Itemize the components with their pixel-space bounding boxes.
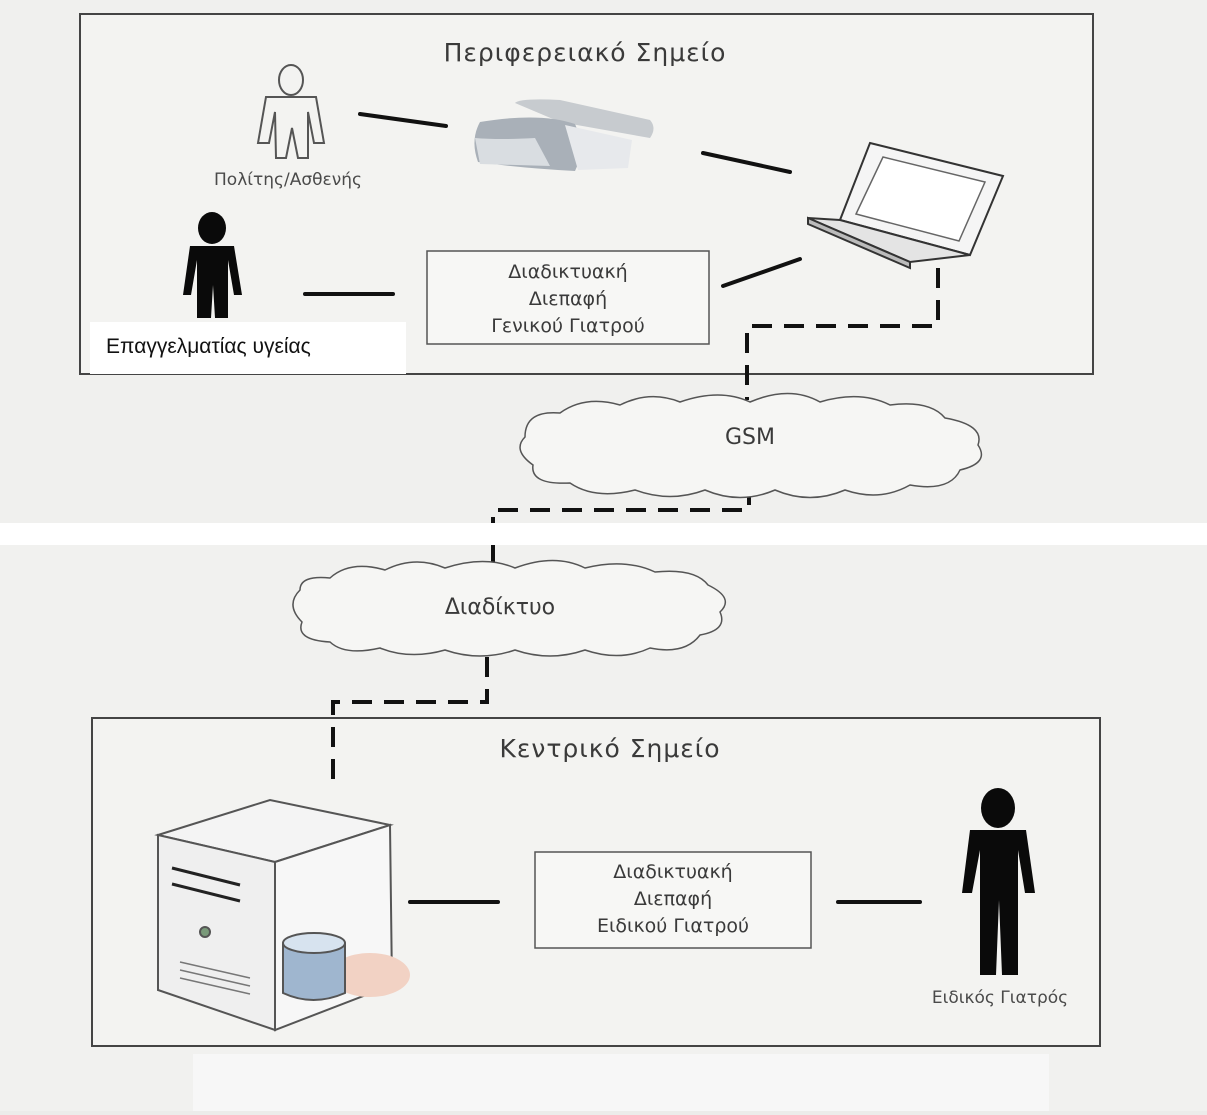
internet-cloud-shape xyxy=(292,559,727,657)
peripheral-site-title: Περιφερειακό Σημείο xyxy=(443,38,727,67)
specialist-label: Ειδικός Γιατρός xyxy=(931,988,1069,1008)
gsm-cloud-shape xyxy=(519,392,983,499)
server-database-icon xyxy=(154,798,410,1032)
solid-connectors xyxy=(303,112,922,904)
health-professional-label: Επαγγελματίας υγείας xyxy=(90,322,406,374)
gp-interface-line-3: Γενικού Γιατρού xyxy=(491,315,645,337)
bottom-blank-panel xyxy=(193,1054,1049,1111)
central-site-title: Κεντρικό Σημείο xyxy=(499,734,721,763)
specialist-interface-line-1: Διαδικτυακή xyxy=(613,861,733,883)
specialist-interface-line-2: Διεπαφή xyxy=(633,888,713,910)
laptop-icon xyxy=(807,141,1005,270)
patient-outline-icon xyxy=(256,64,326,159)
spirometer-device-icon xyxy=(474,99,654,171)
internet-network-label: Διαδίκτυο xyxy=(444,595,556,620)
specialist-interface-line-3: Ειδικού Γιατρού xyxy=(597,915,749,937)
gp-interface-label: Διαδικτυακή Διεπαφή Γενικού Γιατρού xyxy=(427,259,709,340)
specialist-interface-box xyxy=(534,851,812,949)
specialist-interface-label: Διαδικτυακή Διεπαφή Ειδικού Γιατρού xyxy=(535,859,811,940)
gp-interface-box xyxy=(426,250,710,345)
patient-label: Πολίτης/Ασθενής xyxy=(214,170,362,190)
gp-interface-line-1: Διαδικτυακή xyxy=(508,261,628,283)
gsm-network-label: GSM xyxy=(725,425,775,450)
gp-interface-line-2: Διεπαφή xyxy=(528,288,608,310)
health-professional-icon xyxy=(183,212,242,318)
specialist-doctor-icon xyxy=(962,788,1035,975)
